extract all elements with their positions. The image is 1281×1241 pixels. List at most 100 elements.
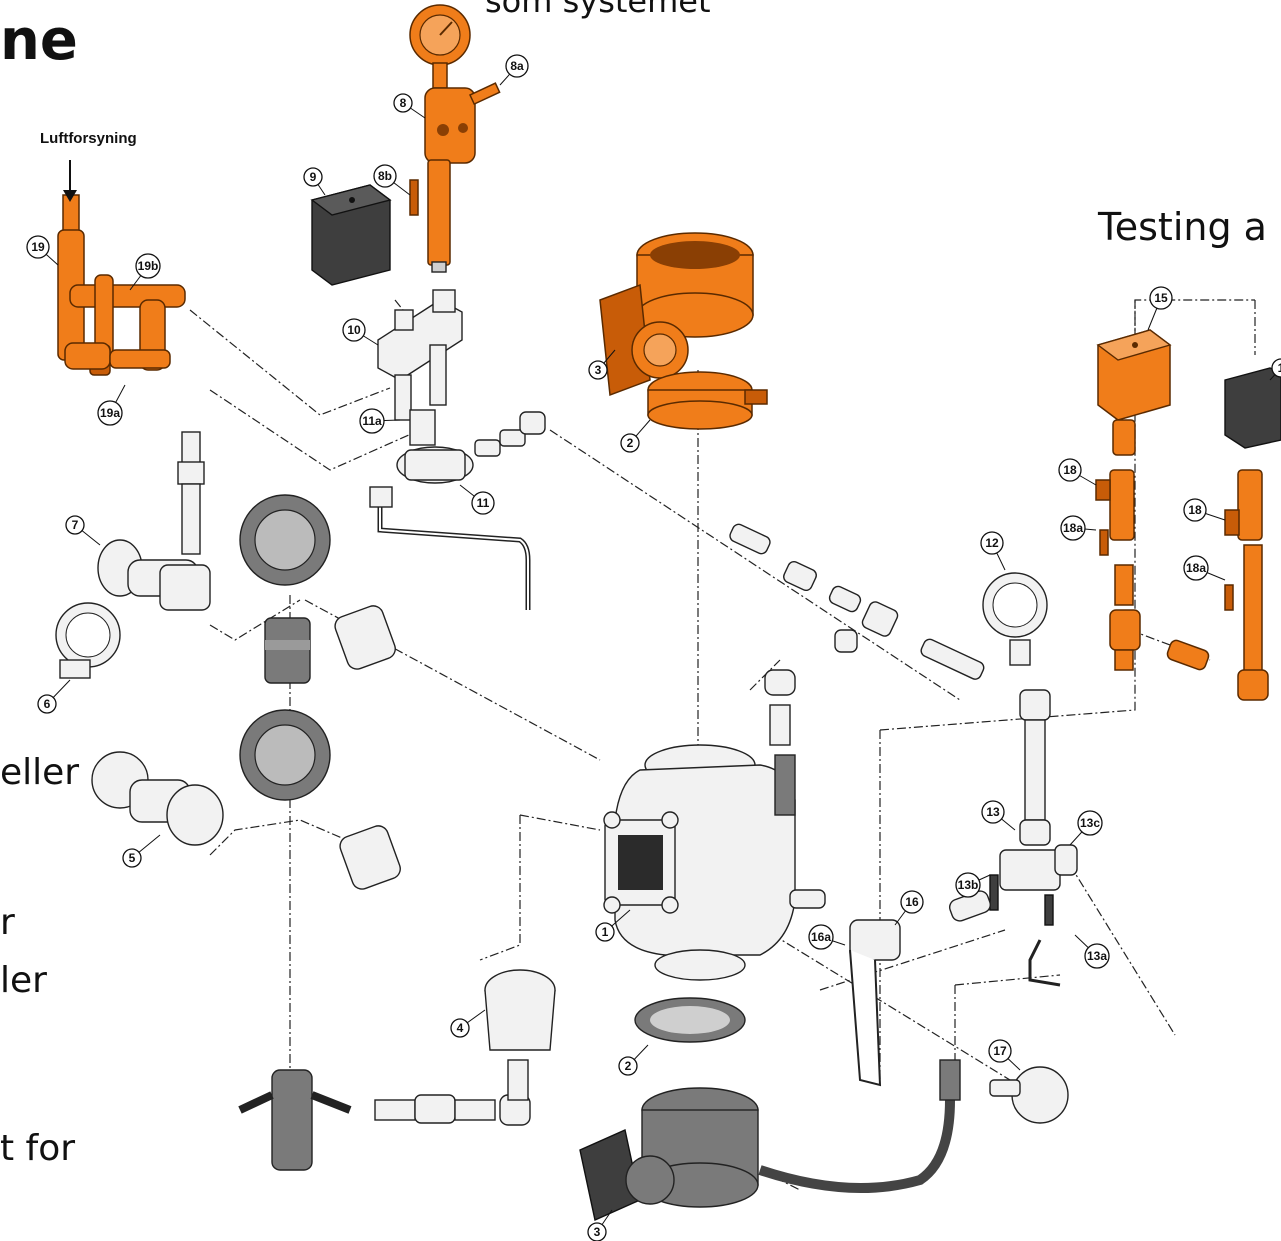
left-text-line-3: ler [0,960,47,1001]
callout-8a: 8a [499,54,529,86]
callout-circle [588,360,608,380]
callout-text: 8b [378,169,392,183]
callout-text: 19b [138,259,159,273]
callout-text: 18 [1063,463,1077,477]
callout-text: 2 [627,436,634,450]
callout-8: 8 [393,93,426,119]
callout-circle [1077,810,1103,836]
manifold-assembly [369,289,546,610]
callout-circle [1183,498,1207,522]
callout-circle [1058,458,1082,482]
callout-5: 5 [122,834,161,868]
callout-18a: 18a [1183,555,1226,581]
callout-18a: 18a [1060,515,1097,541]
callout-12: 12 [980,531,1006,571]
callout-circle [1183,555,1209,581]
callout-text: 10 [347,323,361,337]
diagonal-pipe-parts [729,523,985,746]
callout-text: 12 [985,536,999,550]
left-text-line-4: t for [0,1128,76,1169]
callout-text: 7 [72,518,79,532]
callout-19a: 19a [97,384,126,426]
callout-text: 15 [1154,291,1168,305]
orange-check-valve-top [599,232,768,430]
callout-10: 10 [342,318,379,346]
callout-circle [1271,358,1281,378]
callout-text: 4 [457,1021,464,1035]
callout-13b: 13b [955,872,991,898]
callout-text: 1 [602,925,609,939]
left-text-line-1: eller [0,752,80,793]
callout-circle [359,408,385,434]
callout-circle [373,164,397,188]
callout-circle [900,890,924,914]
callout-13a: 13a [1074,934,1110,969]
callout-circle [303,167,323,187]
callout-1: 1 [1269,358,1281,381]
callout-text: 13c [1080,816,1100,830]
callout-9: 9 [303,167,326,196]
left-text-line-2: r [0,902,15,943]
callout-2: 2 [620,419,651,453]
right-trim-assembly [789,572,1078,1124]
callout-text: 11a [362,414,382,428]
callout-3: 3 [587,1209,613,1241]
gray-check-valve-bottom [579,997,961,1221]
callout-text: 5 [129,851,136,865]
callout-text: 17 [993,1044,1007,1058]
callout-6: 6 [37,679,71,714]
callout-circle [988,1039,1012,1063]
callout-19b: 19b [129,253,161,291]
drain-assembly-bottom-left [238,969,556,1171]
callout-circle [1084,943,1110,969]
connection-lines [189,299,1256,1191]
callout-circle [955,872,981,898]
callout-circle [135,253,161,279]
callout-text: 2 [625,1059,632,1073]
callout-13: 13 [981,800,1016,831]
callout-circle [980,531,1004,555]
callout-7: 7 [65,515,101,546]
callout-8b: 8b [373,164,411,196]
center-left-couplings [239,494,401,890]
callout-17: 17 [988,1039,1021,1071]
callout-text: 13b [958,878,979,892]
callout-circle [1060,515,1086,541]
callout-text: 6 [44,697,51,711]
callout-18: 18 [1058,458,1097,486]
callout-text: 18a [1186,561,1206,575]
callout-text: 19a [100,406,120,420]
callout-circle [505,54,529,78]
callout-2: 2 [618,1044,649,1076]
callout-circle [618,1056,638,1076]
luftforsyning-annotation: Luftforsyning [40,130,137,147]
callout-text: 18 [1188,503,1202,517]
callout-circle [1149,286,1173,310]
callout-circle [65,515,85,535]
callout-circle [122,848,142,868]
callout-16: 16 [894,890,924,926]
callout-1: 1 [595,909,631,942]
callout-19: 19 [26,235,59,266]
callout-18: 18 [1183,498,1226,522]
callout-circle [26,235,50,259]
callout-text: 13 [986,805,1000,819]
callout-circle [620,433,640,453]
callout-text: 19 [31,240,45,254]
callout-text: 13a [1087,949,1107,963]
title-fragment: ne [0,8,78,73]
callout-15: 15 [1147,286,1173,331]
right-heading: Testing a [1098,205,1267,249]
main-valve-body [603,744,796,981]
valve-5 [91,751,224,846]
callout-text: 8a [510,59,524,73]
callout-text: 1 [1278,361,1281,375]
pressure-switch-box [310,184,392,286]
callout-16a: 16a [808,924,846,950]
callout-text: 16a [811,930,831,944]
accelerator-assembly [409,4,501,273]
callout-text: 11 [477,496,490,510]
callout-11a: 11a [359,408,401,434]
callout-text: 8 [400,96,407,110]
